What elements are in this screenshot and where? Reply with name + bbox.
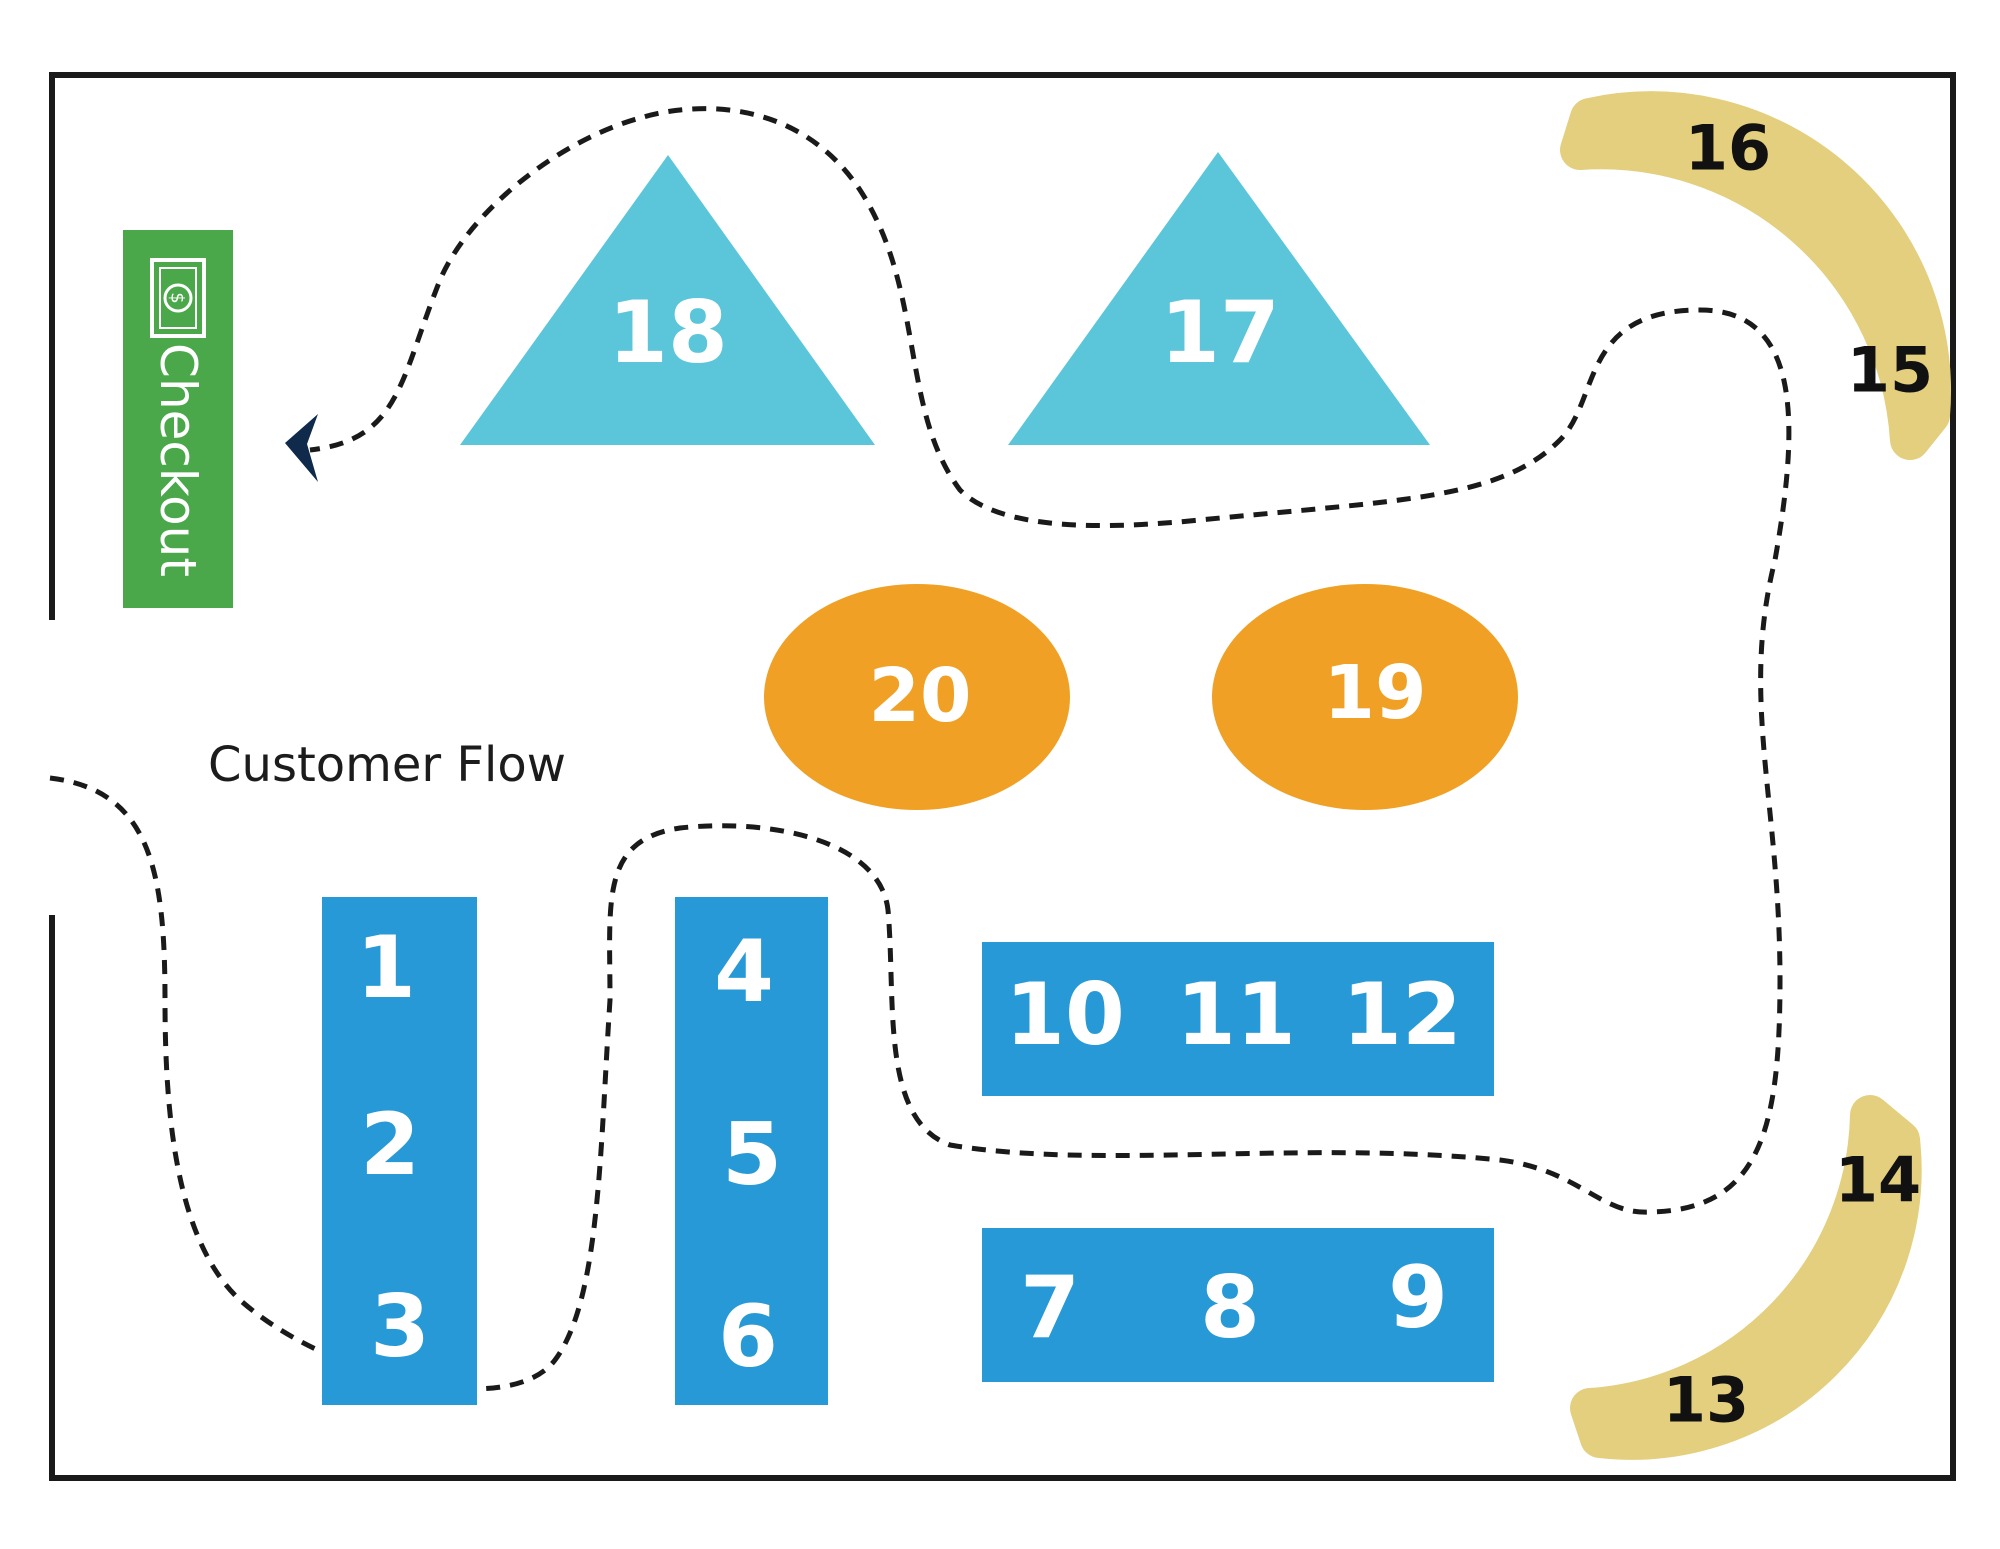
shelf-rect — [982, 1228, 1494, 1382]
triangle-display-18: 18 — [460, 155, 875, 445]
shelf-number: 6 — [718, 1287, 778, 1387]
triangle-number: 18 — [608, 283, 728, 383]
shelf-number: 9 — [1388, 1248, 1448, 1348]
arc-shape — [1560, 91, 1951, 460]
triangle-display-17: 17 — [1008, 152, 1430, 445]
shelf-rect — [982, 942, 1494, 1096]
customer-flow-path — [49, 106, 1792, 1392]
shelf-number: 10 — [1005, 965, 1125, 1065]
corner-arc-display-bottom: 14 13 — [1570, 1095, 1922, 1460]
checkout-label: Checkout — [149, 343, 207, 577]
arc-number: 16 — [1685, 112, 1771, 185]
arc-shape — [1570, 1095, 1922, 1460]
arc-number: 15 — [1847, 334, 1933, 407]
oval-number: 20 — [869, 653, 972, 739]
shelf-rect — [675, 897, 828, 1405]
arrow-head-icon — [285, 414, 318, 482]
shelf-1-3: 1 2 3 — [322, 897, 477, 1405]
shelf-rect — [322, 897, 477, 1405]
shelf-number: 3 — [370, 1277, 430, 1377]
shelf-10-12: 10 11 12 — [982, 942, 1494, 1096]
oval-display-19: 19 — [1212, 584, 1518, 810]
arc-number: 14 — [1835, 1144, 1921, 1217]
shelf-4-6: 4 5 6 — [675, 897, 828, 1405]
triangle-shape — [460, 155, 875, 445]
checkout-counter: $ Checkout — [123, 230, 233, 608]
shelf-number: 1 — [356, 918, 416, 1018]
store-walls — [49, 72, 1956, 1481]
oval-number: 19 — [1324, 650, 1427, 736]
corner-arc-display-top: 16 15 — [1560, 91, 1951, 460]
triangle-number: 17 — [1160, 283, 1280, 383]
shelf-7-9: 7 8 9 — [982, 1228, 1494, 1382]
shelf-number: 12 — [1342, 965, 1462, 1065]
svg-text:$: $ — [167, 292, 188, 303]
customer-flow-label: Customer Flow — [208, 737, 566, 793]
oval-shape — [764, 584, 1070, 810]
oval-shape — [1212, 584, 1518, 810]
shelf-number: 7 — [1020, 1258, 1080, 1358]
money-icon: $ — [150, 258, 206, 338]
oval-display-20: 20 — [764, 584, 1070, 810]
wall-upper — [49, 72, 1956, 1481]
arc-number: 13 — [1663, 1364, 1749, 1437]
shelf-number: 4 — [714, 922, 774, 1022]
triangle-shape — [1008, 152, 1430, 445]
shelf-number: 5 — [722, 1105, 782, 1205]
shelf-number: 11 — [1176, 965, 1296, 1065]
shelf-number: 2 — [360, 1095, 420, 1195]
shelf-number: 8 — [1200, 1258, 1260, 1358]
checkout-box — [123, 230, 233, 608]
